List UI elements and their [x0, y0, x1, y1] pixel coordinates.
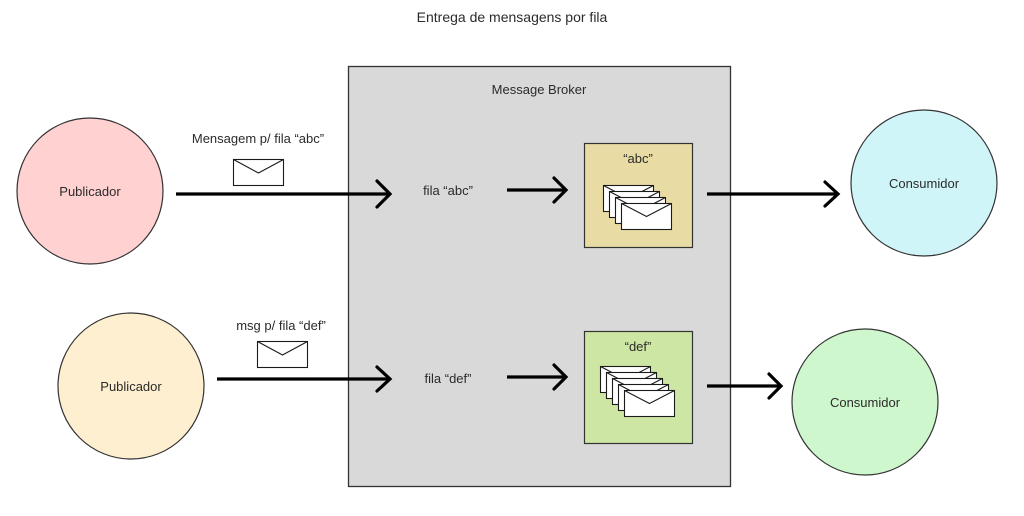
envelope-icon [256, 340, 309, 369]
consumer-node [850, 109, 998, 257]
flow-def: Publicador msg p/ fila “def” fila “def” … [57, 312, 939, 476]
message-broker-label: Message Broker [492, 82, 587, 97]
queue-label: fila “def” [425, 371, 472, 386]
arrow-right-icon [507, 363, 569, 391]
arrow-right-icon [176, 179, 393, 209]
envelope-stack-icon [602, 184, 673, 231]
publisher-label: Publicador [59, 184, 121, 199]
envelope-stack-icon [599, 365, 676, 418]
envelope-icon [623, 389, 676, 418]
consumer-label: Consumidor [889, 176, 960, 191]
envelope-icon [232, 158, 285, 187]
diagram-title: Entrega de mensagens por fila [417, 9, 608, 25]
queue-box-label: “def” [625, 339, 652, 354]
consumer-node [791, 328, 939, 476]
message-label: Mensagem p/ fila “abc” [192, 131, 324, 146]
publisher-label: Publicador [100, 379, 162, 394]
arrow-right-icon [707, 180, 841, 208]
arrow-right-icon [707, 372, 784, 400]
message-label: msg p/ fila “def” [236, 318, 326, 333]
publisher-node [57, 312, 205, 460]
flow-abc: Publicador Mensagem p/ fila “abc” fila “… [16, 109, 998, 265]
envelope-icon [620, 202, 673, 231]
arrow-right-icon [507, 176, 569, 204]
arrow-right-icon [217, 365, 393, 393]
queue-label: fila “abc” [423, 183, 473, 198]
publisher-node [16, 117, 164, 265]
consumer-label: Consumidor [830, 395, 901, 410]
queue-box-label: “abc” [623, 151, 653, 166]
